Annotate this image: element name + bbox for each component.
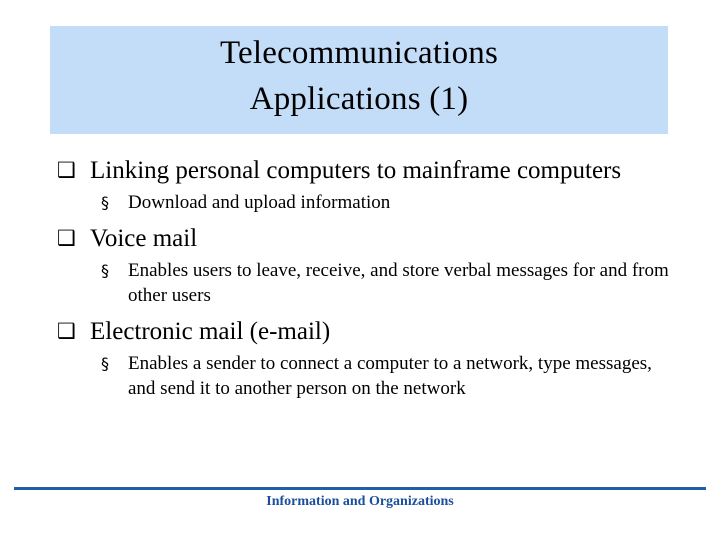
- section-mark-icon: §: [101, 354, 109, 373]
- bullet-level2-text: Enables a sender to connect a computer t…: [128, 353, 652, 399]
- section-mark-icon: §: [101, 261, 109, 280]
- footer-divider: [14, 487, 706, 490]
- bullet-level2-text: Download and upload information: [128, 192, 391, 213]
- bullet-square-icon: ❑: [57, 319, 76, 343]
- bullet-block: ❑ Linking personal computers to mainfram…: [54, 155, 684, 215]
- slide-title: Telecommunications Applications (1): [50, 30, 668, 122]
- bullet-block: ❑ Voice mail § Enables users to leave, r…: [54, 223, 684, 308]
- title-line-2: Applications (1): [249, 81, 469, 117]
- bullet-level2-text: Enables users to leave, receive, and sto…: [128, 260, 669, 306]
- bullet-level1: ❑ Linking personal computers to mainfram…: [54, 155, 684, 186]
- bullet-level1: ❑ Voice mail: [54, 223, 684, 254]
- bullet-square-icon: ❑: [57, 158, 76, 182]
- section-mark-icon: §: [101, 193, 109, 212]
- slide-body: ❑ Linking personal computers to mainfram…: [54, 155, 684, 409]
- bullet-block: ❑ Electronic mail (e-mail) § Enables a s…: [54, 316, 684, 401]
- bullet-level1-text: Electronic mail (e-mail): [90, 318, 331, 345]
- bullet-square-icon: ❑: [57, 226, 76, 250]
- title-background-band: [50, 26, 668, 134]
- bullet-level1: ❑ Electronic mail (e-mail): [54, 316, 684, 347]
- footer-label: Information and Organizations: [266, 494, 454, 509]
- bullet-level2: § Enables users to leave, receive, and s…: [54, 258, 684, 308]
- bullet-level2: § Download and upload information: [54, 190, 684, 215]
- bullet-level1-text: Voice mail: [90, 225, 198, 252]
- title-line-1: Telecommunications: [219, 35, 499, 71]
- bullet-level2: § Enables a sender to connect a computer…: [54, 351, 684, 401]
- bullet-level1-text: Linking personal computers to mainframe …: [90, 157, 622, 184]
